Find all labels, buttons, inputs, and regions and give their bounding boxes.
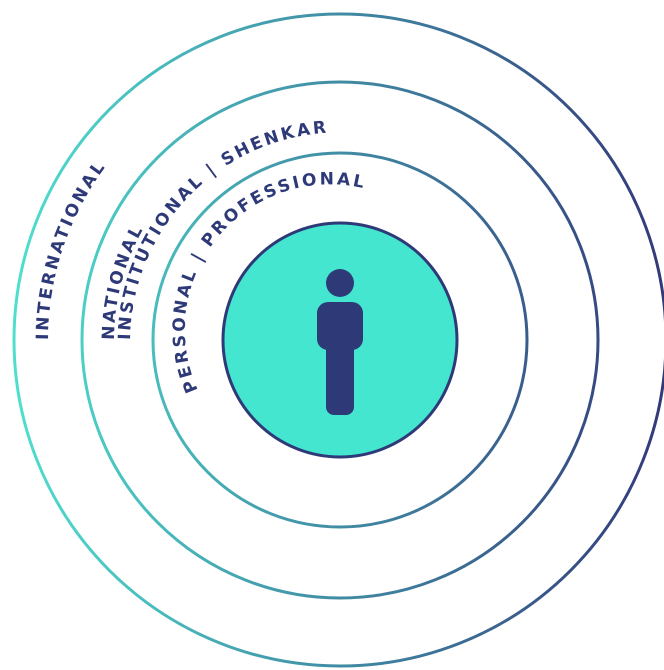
ring-international — [12, 12, 664, 668]
ring-institutional — [151, 151, 529, 529]
person-icon — [317, 269, 363, 415]
ring-national — [80, 80, 600, 600]
